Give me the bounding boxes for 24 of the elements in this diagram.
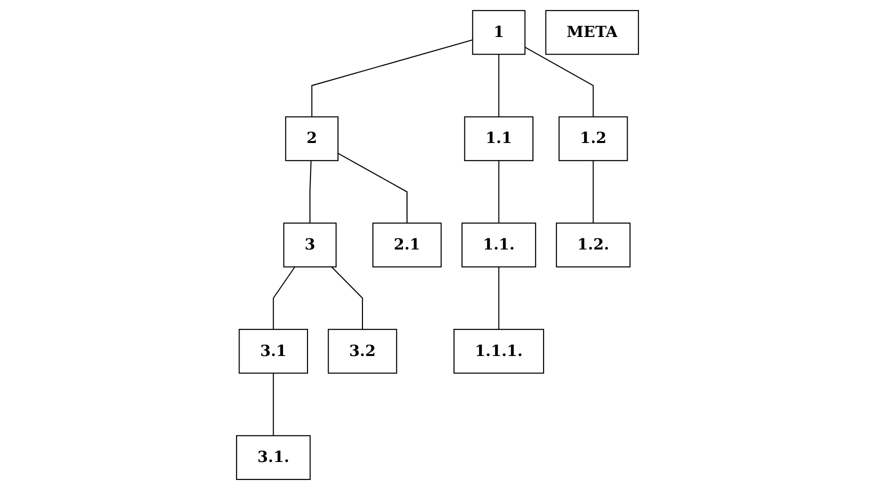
connector <box>272 266 296 330</box>
node-box: 1.2. <box>556 222 631 268</box>
node-box: 2 <box>285 116 338 162</box>
node-box: 1.1 <box>464 116 534 162</box>
node-box: 3 <box>283 222 337 268</box>
connector <box>272 373 274 436</box>
connector <box>309 160 312 224</box>
node-box: 3.1 <box>238 328 308 374</box>
connector <box>338 152 408 224</box>
node-box: 2.1 <box>372 222 442 268</box>
connector <box>498 54 500 117</box>
connector <box>524 46 594 117</box>
node-box: 1 <box>472 10 526 55</box>
connector <box>331 266 363 330</box>
node-box: 1.1. <box>461 222 536 268</box>
node-box: 3.2 <box>328 328 398 374</box>
connector <box>311 39 473 117</box>
node-box: META <box>545 10 639 55</box>
connector <box>498 160 500 224</box>
node-box: 1.2 <box>558 116 628 162</box>
node-box: 1.1.1. <box>454 328 544 374</box>
node-box: 3.1. <box>236 435 311 480</box>
connector <box>592 160 594 224</box>
connector <box>498 266 500 330</box>
